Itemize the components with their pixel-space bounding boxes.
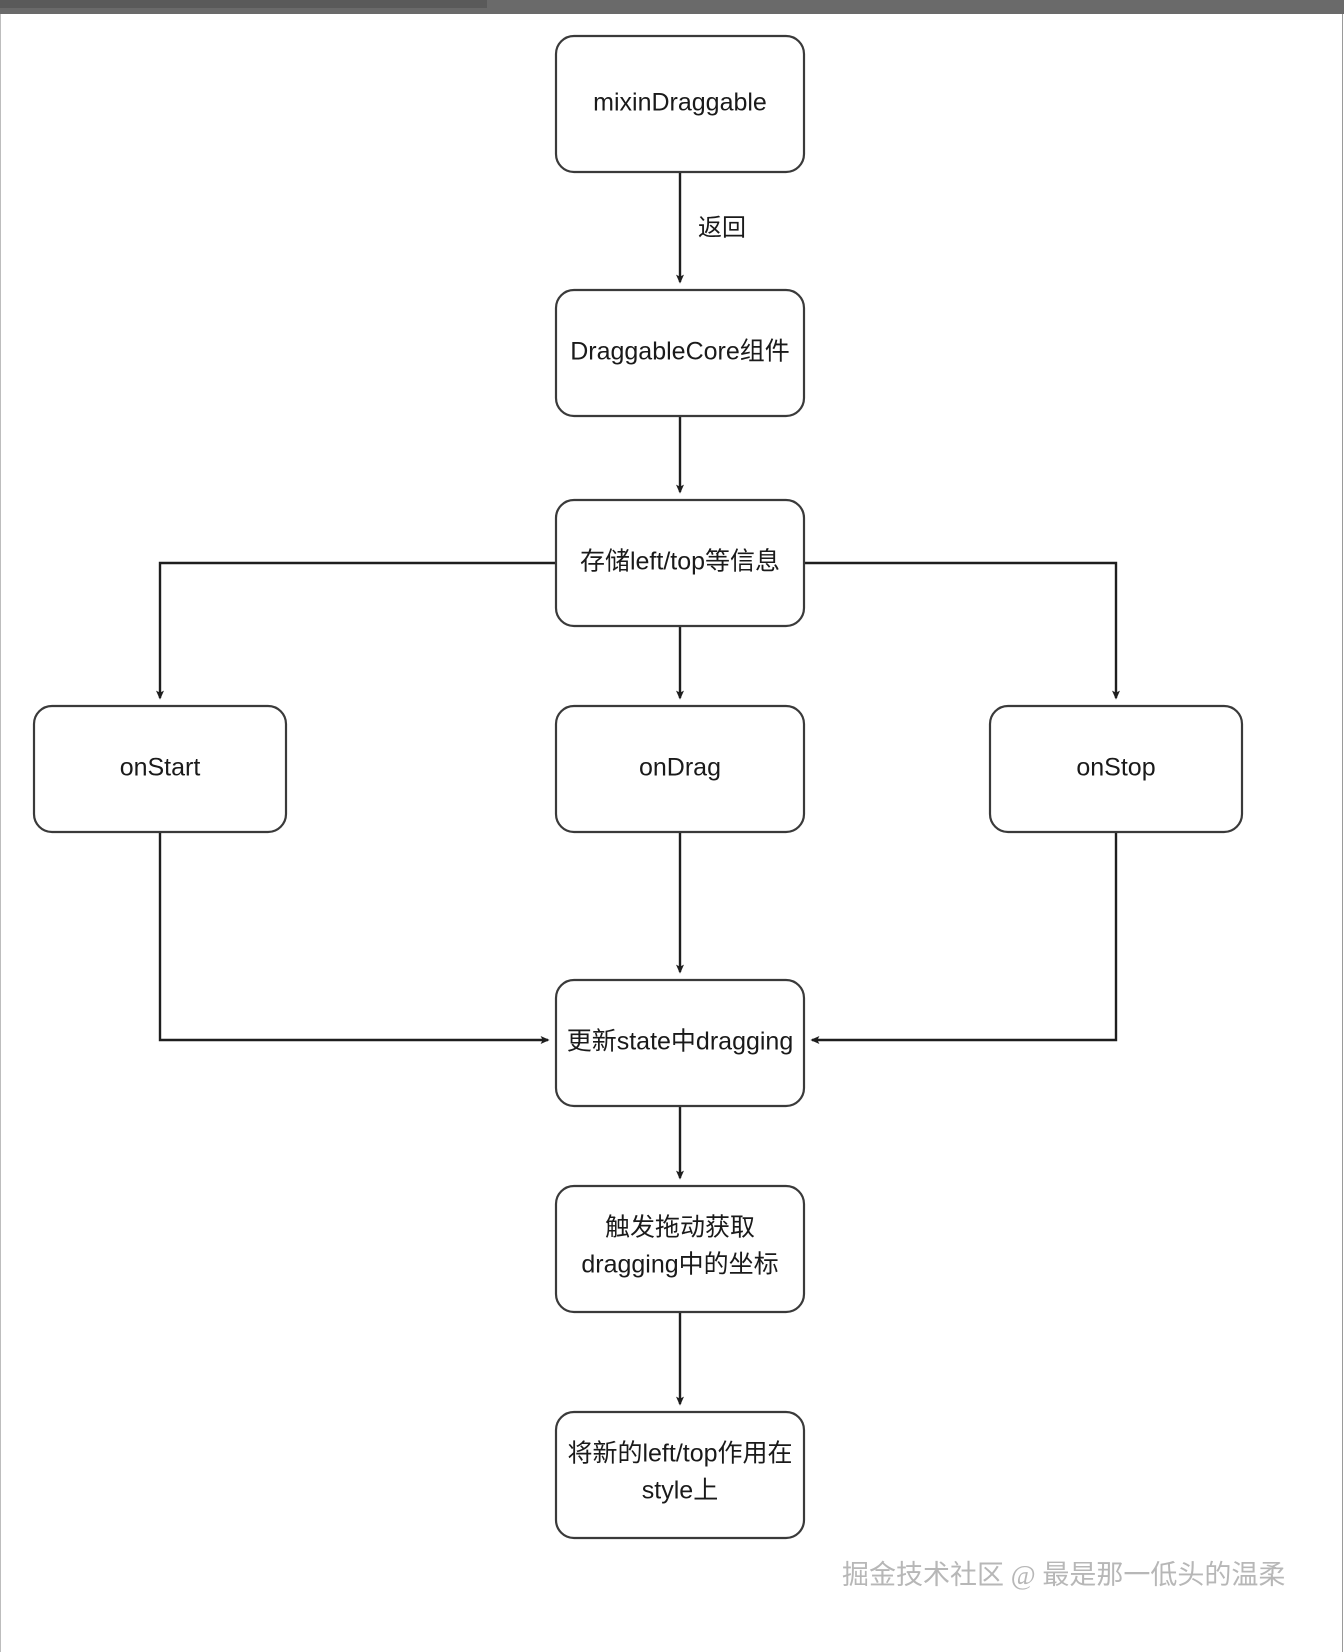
scrollbar-thumb[interactable]	[0, 0, 487, 8]
edge-onstop-to-update	[810, 832, 1118, 1044]
node-label-line1: 触发拖动获取	[605, 1214, 755, 1242]
node-on-drag[interactable]: onDrag	[554, 704, 806, 834]
watermark: 掘金技术社区 @ 最是那一低头的温柔	[842, 1560, 1285, 1590]
node-on-start[interactable]: onStart	[32, 704, 288, 834]
node-label-line2: style上	[642, 1477, 718, 1505]
node-label: onStop	[1076, 754, 1155, 782]
node-box[interactable]	[554, 704, 806, 834]
node-box[interactable]	[554, 1184, 806, 1314]
node-box[interactable]	[554, 978, 806, 1108]
edge-store-to-onstart	[156, 561, 556, 700]
node-box[interactable]	[554, 498, 806, 628]
node-box[interactable]	[554, 288, 806, 418]
edge-store-to-onstop	[804, 561, 1120, 700]
node-label: 存储left/top等信息	[580, 548, 780, 576]
node-label: onStart	[120, 754, 201, 782]
edge-label-return: 返回	[698, 214, 746, 241]
node-update-state-dragging[interactable]: 更新state中dragging	[554, 978, 806, 1108]
node-draggable-core[interactable]: DraggableCore组件	[554, 288, 806, 418]
node-apply-left-top-style[interactable]: 将新的left/top作用在 style上	[554, 1410, 806, 1540]
node-box[interactable]	[32, 704, 288, 834]
edge-group	[156, 172, 1120, 1406]
node-label: mixinDraggable	[593, 89, 767, 117]
node-label-line1: 将新的left/top作用在	[567, 1440, 792, 1468]
node-box[interactable]	[554, 34, 806, 174]
node-label: onDrag	[639, 754, 721, 782]
node-label-line2: dragging中的坐标	[581, 1251, 778, 1279]
horizontal-scrollbar[interactable]	[0, 0, 1344, 14]
node-box[interactable]	[988, 704, 1244, 834]
edge-onstart-to-update	[158, 832, 550, 1044]
node-mixin-draggable[interactable]: mixinDraggable	[554, 34, 806, 174]
node-label: 更新state中dragging	[567, 1028, 794, 1056]
node-store-left-top[interactable]: 存储left/top等信息	[554, 498, 806, 628]
node-trigger-drag-coords[interactable]: 触发拖动获取 dragging中的坐标	[554, 1184, 806, 1314]
node-label: DraggableCore组件	[570, 338, 790, 366]
node-box[interactable]	[554, 1410, 806, 1540]
node-on-stop[interactable]: onStop	[988, 704, 1244, 834]
